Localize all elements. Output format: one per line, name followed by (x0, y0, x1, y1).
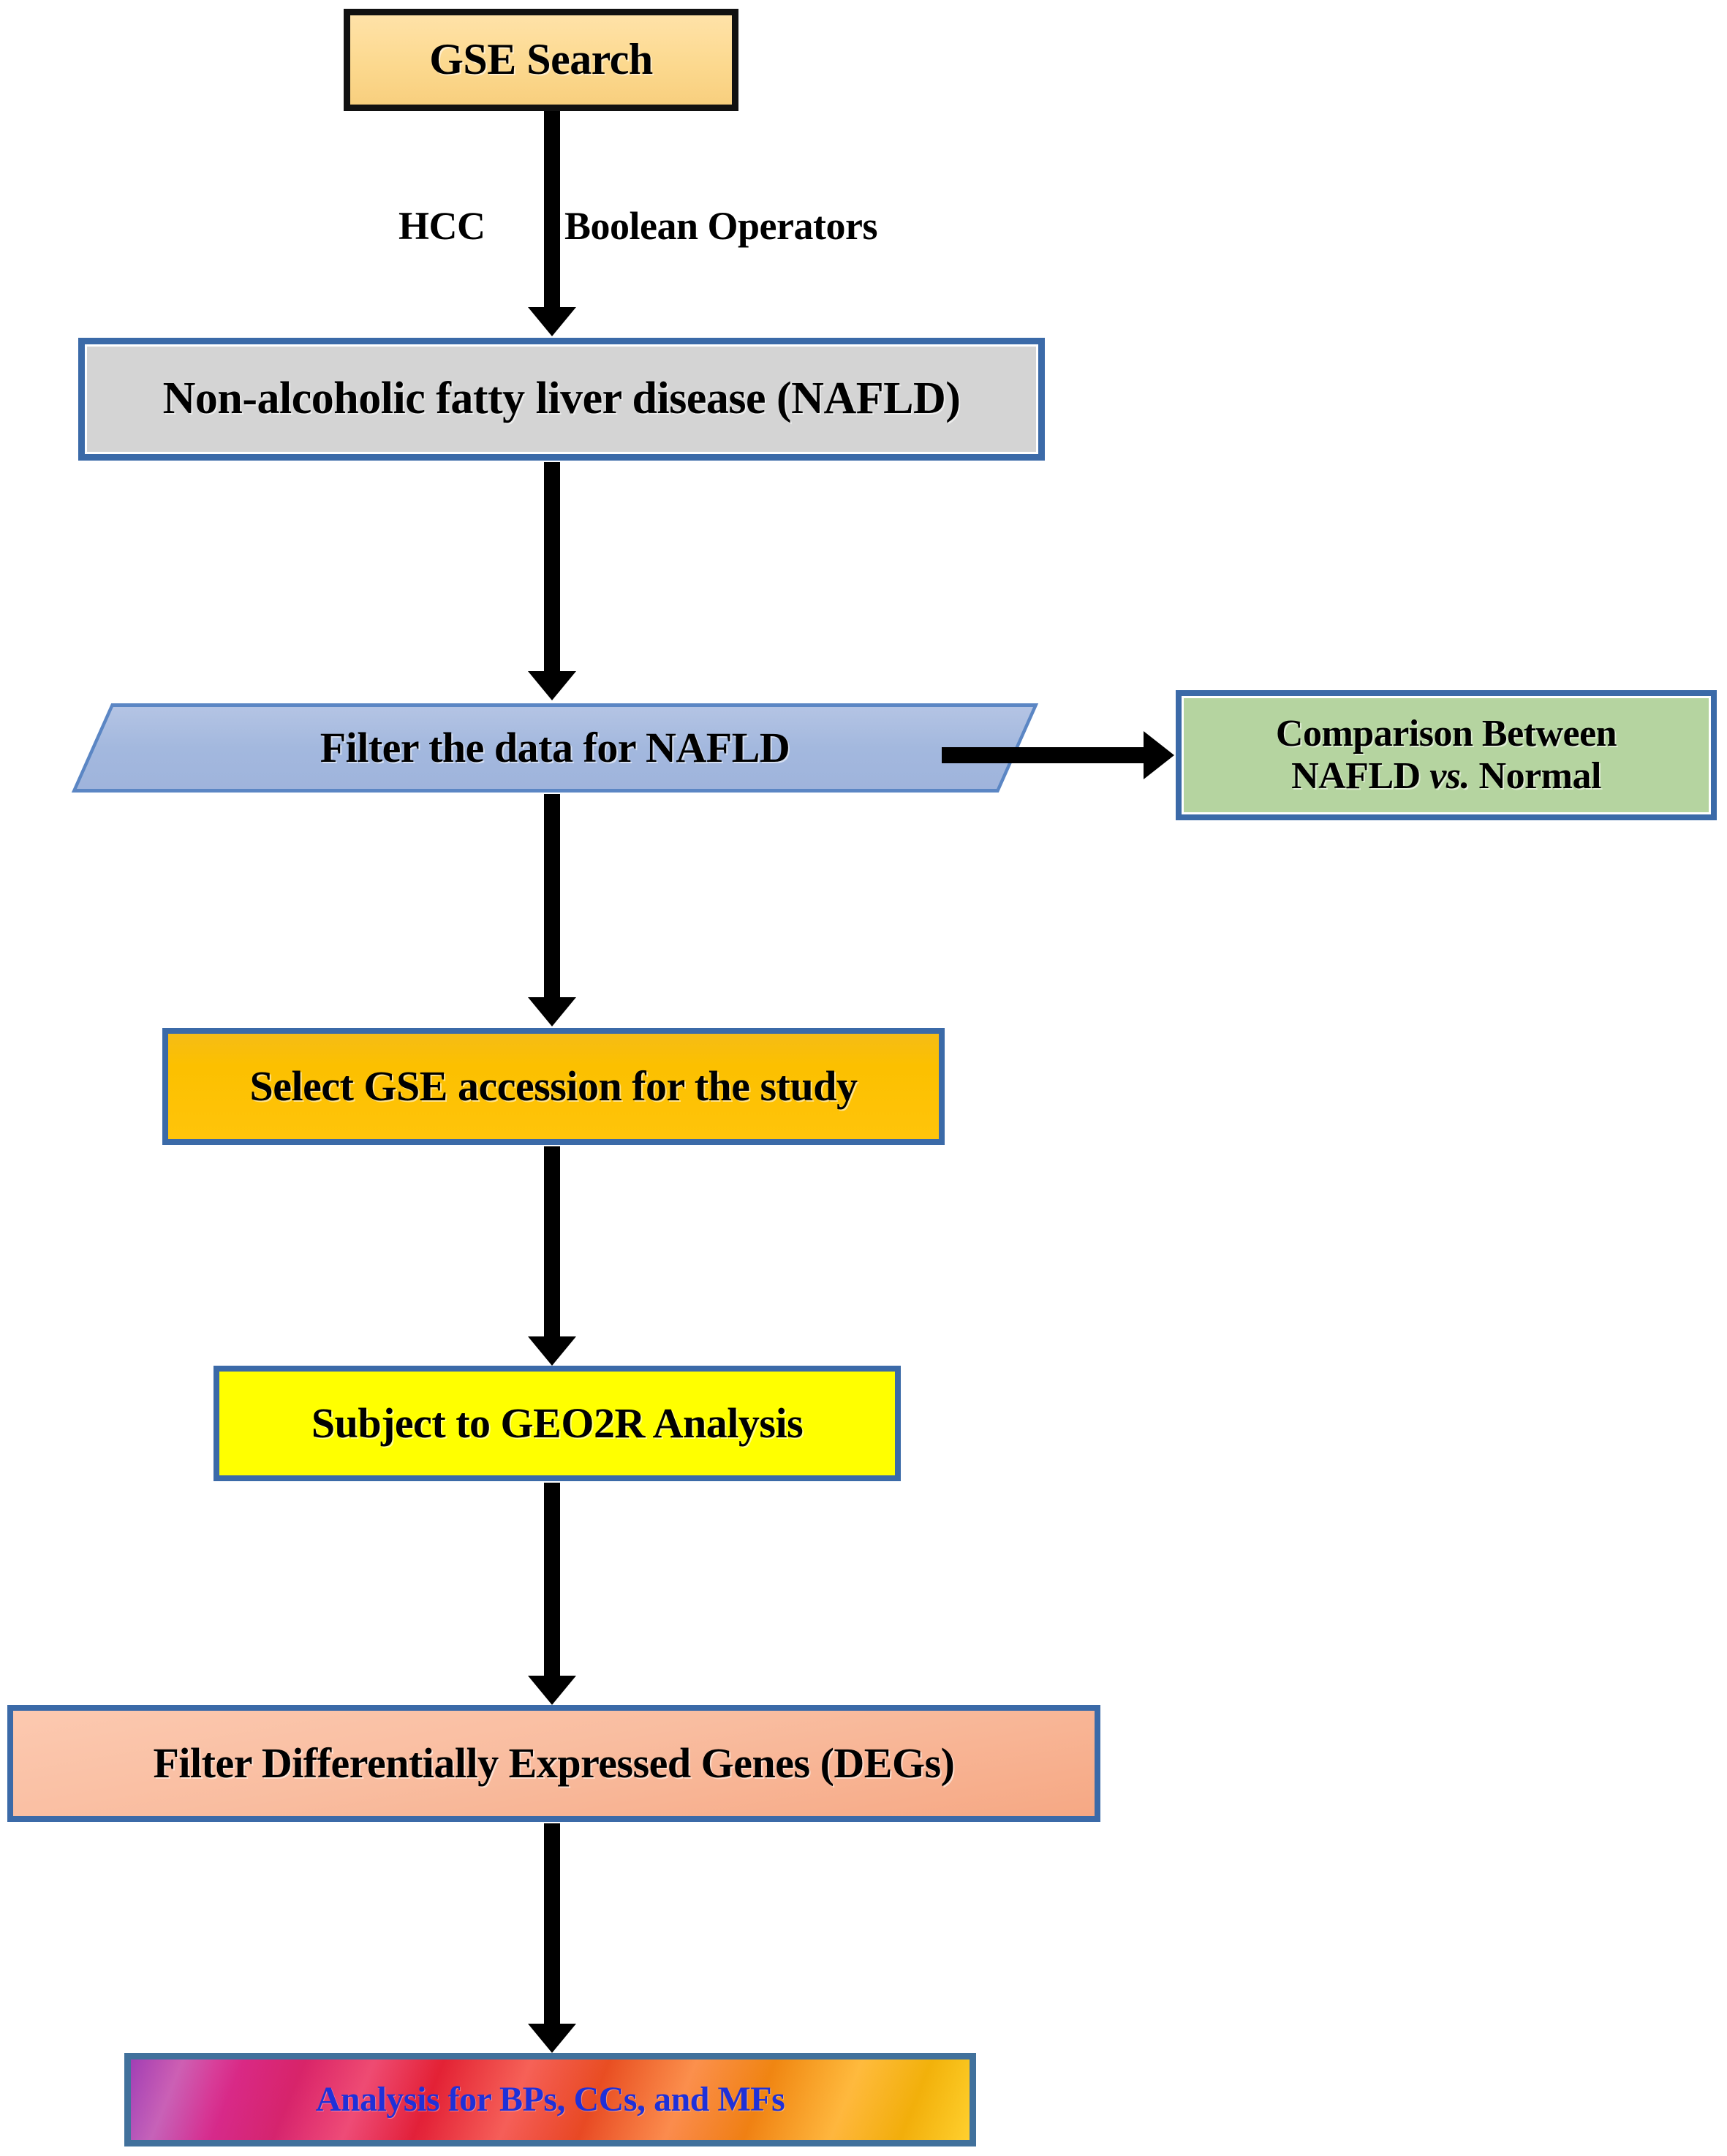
node-comparison-line2-pre: NAFLD (1291, 755, 1430, 797)
node-comparison-line2-italic: vs. (1429, 755, 1470, 797)
arrow-degs-to-go-analysis (544, 1823, 560, 2025)
node-go-analysis[interactable]: Analysis for BPs, CCs, and MFs (124, 2053, 976, 2146)
arrow-select-gse-to-geo2r (544, 1146, 560, 1338)
node-select-gse-accession[interactable]: Select GSE accession for the study (162, 1028, 945, 1145)
node-filter-degs-label: Filter Differentially Expressed Genes (D… (153, 1739, 955, 1787)
node-comparison-nafld-vs-normal[interactable]: Comparison Between NAFLD vs. Normal (1176, 690, 1717, 820)
arrow-nafld-to-filter (544, 462, 560, 673)
node-filter-data-for-nafld[interactable]: Filter the data for NAFLD (71, 703, 1039, 793)
node-subject-to-geo2r-analysis[interactable]: Subject to GEO2R Analysis (213, 1366, 901, 1481)
arrow-gse-search-to-nafld (544, 111, 560, 309)
node-filter-data-for-nafld-label: Filter the data for NAFLD (320, 723, 790, 771)
arrow-geo2r-to-degs (544, 1483, 560, 1677)
arrow-filter-to-comparison (942, 747, 1145, 763)
arrow-filter-to-select-gse (544, 794, 560, 999)
edge-label-boolean-operators: Boolean Operators (564, 204, 877, 248)
rainbow-gradient-background (131, 2059, 970, 2140)
node-comparison-line2-post: Normal (1470, 755, 1602, 797)
node-gse-search-label: GSE Search (429, 35, 653, 84)
node-subject-to-geo2r-analysis-label: Subject to GEO2R Analysis (311, 1399, 804, 1447)
node-filter-degs[interactable]: Filter Differentially Expressed Genes (D… (7, 1705, 1100, 1822)
node-select-gse-accession-label: Select GSE accession for the study (249, 1062, 858, 1110)
node-comparison-line1: Comparison Between (1275, 712, 1617, 754)
node-nafld[interactable]: Non-alcoholic fatty liver disease (NAFLD… (78, 338, 1045, 461)
edge-label-hcc: HCC (398, 204, 485, 248)
node-go-analysis-label: Analysis for BPs, CCs, and MFs (315, 2080, 785, 2119)
node-gse-search[interactable]: GSE Search (344, 9, 738, 111)
node-nafld-label: Non-alcoholic fatty liver disease (NAFLD… (162, 374, 961, 424)
node-comparison-label: Comparison Between NAFLD vs. Normal (1182, 713, 1711, 798)
